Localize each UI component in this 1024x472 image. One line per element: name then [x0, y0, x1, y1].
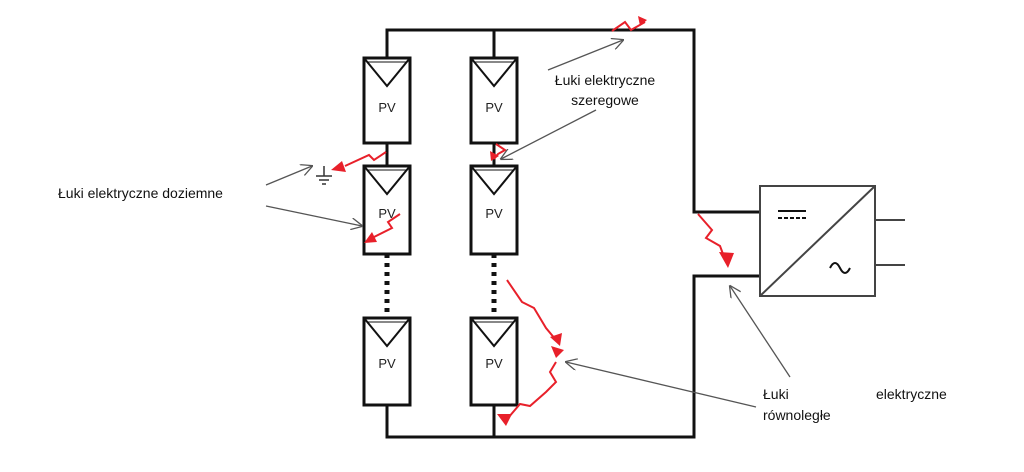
ground-icon [316, 166, 332, 185]
pointer-to-ground-inner [265, 205, 362, 226]
pv-panel: PV [469, 164, 519, 256]
ground-arcs-label: Łuki elektryczne doziemne [58, 185, 223, 201]
pv-panel: PV [362, 56, 412, 145]
dc-symbol-icon [778, 210, 806, 219]
pv-panel-label: PV [378, 206, 396, 221]
pv-panel-label: PV [485, 206, 503, 221]
pointer-to-top-arc [547, 40, 623, 71]
ground-arc-upper [344, 151, 387, 167]
ground-arc-inner [371, 213, 401, 239]
string-continuation-dots [384, 254, 497, 318]
pointer-to-ground [265, 166, 312, 186]
pv-panel: PV [362, 316, 412, 407]
label-pointers [265, 40, 791, 408]
parallel-arcs-label-word1: Łuki [763, 386, 789, 402]
series-arcs-label-line1: Łuki elektryczne [554, 72, 656, 88]
series-arc-top [611, 20, 646, 32]
inverter [759, 185, 905, 297]
parallel-arcs-label-word2: elektryczne [876, 386, 947, 402]
parallel-arc-inverter [697, 213, 727, 263]
series-arcs-label-line2: szeregowe [571, 92, 639, 108]
pv-panel-label: PV [378, 100, 396, 115]
pv-panel-label: PV [485, 356, 503, 371]
pointer-to-string-arc [566, 362, 757, 408]
pv-panel-label: PV [378, 356, 396, 371]
pointer-to-middle-arc [501, 109, 597, 159]
parallel-arc-lower [507, 361, 558, 419]
pv-panel: PV [469, 316, 519, 407]
parallel-arc-long [506, 279, 557, 341]
series-arcs-label: Łuki elektryczne szeregowe [535, 72, 675, 108]
ac-sine-icon [829, 262, 851, 274]
pointer-to-inverter-arc [730, 286, 791, 378]
pv-panel: PV [469, 56, 519, 145]
arc-fault-bolts [344, 20, 727, 419]
arc-fault-arrowheads [331, 16, 734, 426]
pv-panel-label: PV [485, 100, 503, 115]
parallel-arcs-label-word3: równoległe [763, 407, 831, 423]
